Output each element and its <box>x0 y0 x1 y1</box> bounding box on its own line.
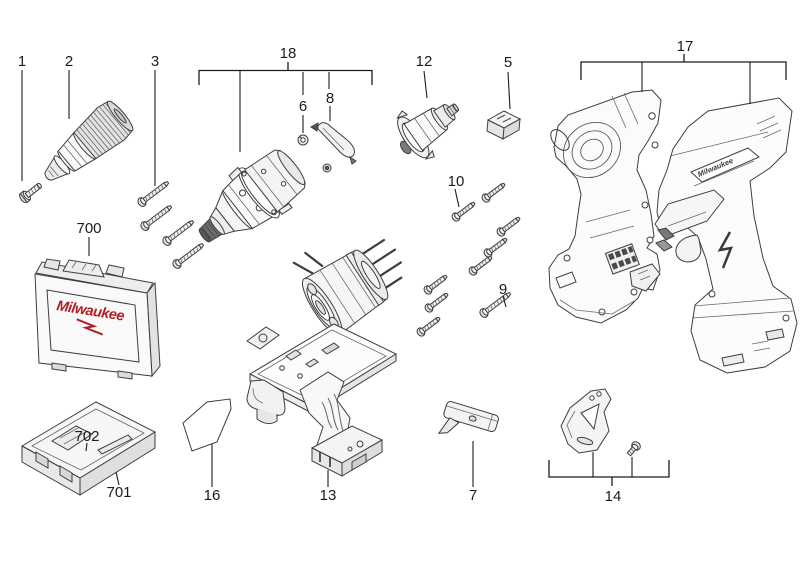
screw-icon <box>449 199 478 224</box>
stacking-case-part-701-drawing <box>20 401 157 496</box>
callout-line-702 <box>85 442 88 452</box>
screw-icon <box>414 314 443 339</box>
callout-label-8: 8 <box>326 90 334 107</box>
callout-label-7: 7 <box>469 487 477 504</box>
callout-line-14-drops <box>592 452 633 477</box>
motor-assembly-part-13-drawing <box>246 238 403 477</box>
screw-icon <box>466 253 495 278</box>
chuck-part-2-drawing <box>44 100 134 181</box>
callout-lines <box>21 54 787 487</box>
screw-icon <box>160 217 197 248</box>
carrying-case-part-700-drawing: Milwaukee <box>34 258 161 380</box>
screw-icon <box>138 202 175 233</box>
blank-label-part-16-drawing <box>182 398 232 452</box>
callout-label-14: 14 <box>605 488 622 505</box>
callout-bracket-17 <box>580 54 787 80</box>
callout-label-13: 13 <box>320 487 337 504</box>
callout-bracket-14 <box>548 460 670 486</box>
callout-label-10: 10 <box>448 173 465 190</box>
callout-label-1: 1 <box>18 53 26 70</box>
callout-label-6: 6 <box>299 98 307 115</box>
case-insert-tray-part-702-drawing <box>51 425 93 451</box>
logo-lightning-icon <box>76 318 104 336</box>
callout-label-700: 700 <box>76 220 101 237</box>
callout-bracket-18 <box>198 62 373 85</box>
callout-label-17: 17 <box>677 38 694 55</box>
callout-label-3: 3 <box>151 53 159 70</box>
lever-part-8-drawing <box>310 122 357 173</box>
callout-label-5: 5 <box>504 54 512 71</box>
housing-left-half-drawing <box>548 89 662 324</box>
screw-icon <box>170 240 207 271</box>
housing-right-half-drawing: Milwaukee <box>654 97 798 374</box>
callout-label-16: 16 <box>204 487 221 504</box>
callout-line-8 <box>328 72 331 121</box>
screw-set-part-3-drawing <box>135 178 207 271</box>
callout-label-2: 2 <box>65 53 73 70</box>
screw-icon <box>135 178 172 209</box>
callout-line-9 <box>502 295 507 308</box>
callout-label-702: 702 <box>74 428 99 445</box>
lock-washer-part-6-drawing <box>297 134 309 146</box>
gear-case-part-18-drawing <box>198 149 306 243</box>
callout-line-12 <box>423 70 428 99</box>
callout-label-701: 701 <box>106 484 131 501</box>
callout-label-18: 18 <box>280 45 297 62</box>
callout-line-10 <box>454 188 460 208</box>
screw-icon <box>494 214 523 239</box>
bolt-part-1-drawing <box>19 182 42 204</box>
screw-set-part-10-drawing <box>414 180 523 339</box>
screw-icon <box>479 180 508 205</box>
screw-part-9-drawing <box>477 289 514 320</box>
callout-line-701 <box>115 471 120 486</box>
motor-pinion-part-12-drawing <box>396 103 459 160</box>
belt-hook-part-14-drawing <box>560 388 641 457</box>
screw-icon <box>421 272 450 297</box>
button-part-5-drawing <box>486 110 522 140</box>
callout-line-5 <box>507 71 511 110</box>
callout-labels: 1 2 3 18 6 8 12 5 17 10 9 700 702 701 16… <box>18 38 694 505</box>
callout-label-9: 9 <box>499 281 507 298</box>
callout-label-12: 12 <box>416 53 433 70</box>
callout-line-17-drops <box>641 62 751 104</box>
flat-clip-part-7-drawing <box>437 400 499 434</box>
screw-icon <box>477 289 514 320</box>
screw-icon <box>481 235 510 260</box>
